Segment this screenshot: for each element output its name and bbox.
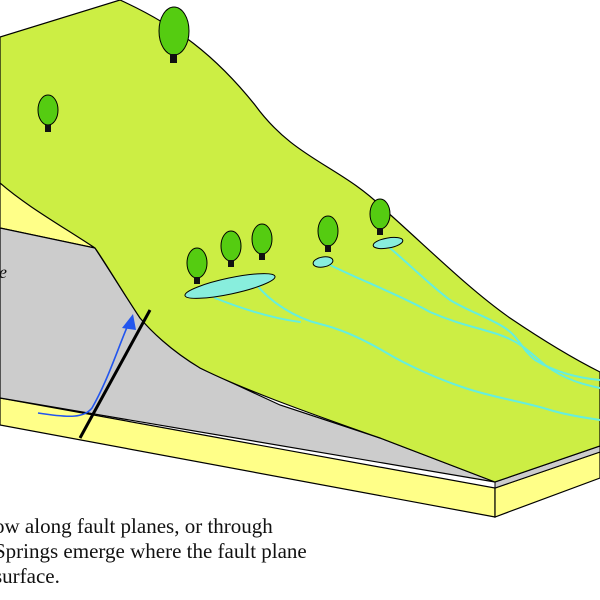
caption-line-2: Springs emerge where the fault plane (0, 539, 307, 563)
spring-middle (312, 256, 334, 268)
tree-icon (317, 215, 339, 252)
stream-2 (214, 297, 301, 323)
stream-3 (329, 264, 600, 389)
groundwater-flow-arrow (37, 314, 136, 418)
tree-icon (251, 223, 273, 260)
layer-label: le (0, 262, 7, 283)
fault-line (78, 309, 152, 439)
tree-icon (186, 247, 208, 284)
stream-4 (389, 247, 600, 381)
stream-1 (254, 282, 600, 421)
spring-right (372, 236, 404, 250)
caption-line-3: surface. (0, 564, 60, 588)
land-surface (0, 0, 600, 483)
springs (184, 236, 404, 299)
streams (214, 247, 600, 421)
trees (37, 6, 391, 284)
caption-line-1: ow along fault planes, or through (0, 514, 273, 538)
tree-icon (369, 198, 391, 235)
tree-icon (220, 230, 242, 267)
spring-large (184, 273, 276, 299)
tree-icon (37, 94, 59, 132)
tree-icon (158, 6, 190, 63)
caption: ow along fault planes, or through Spring… (0, 514, 600, 589)
